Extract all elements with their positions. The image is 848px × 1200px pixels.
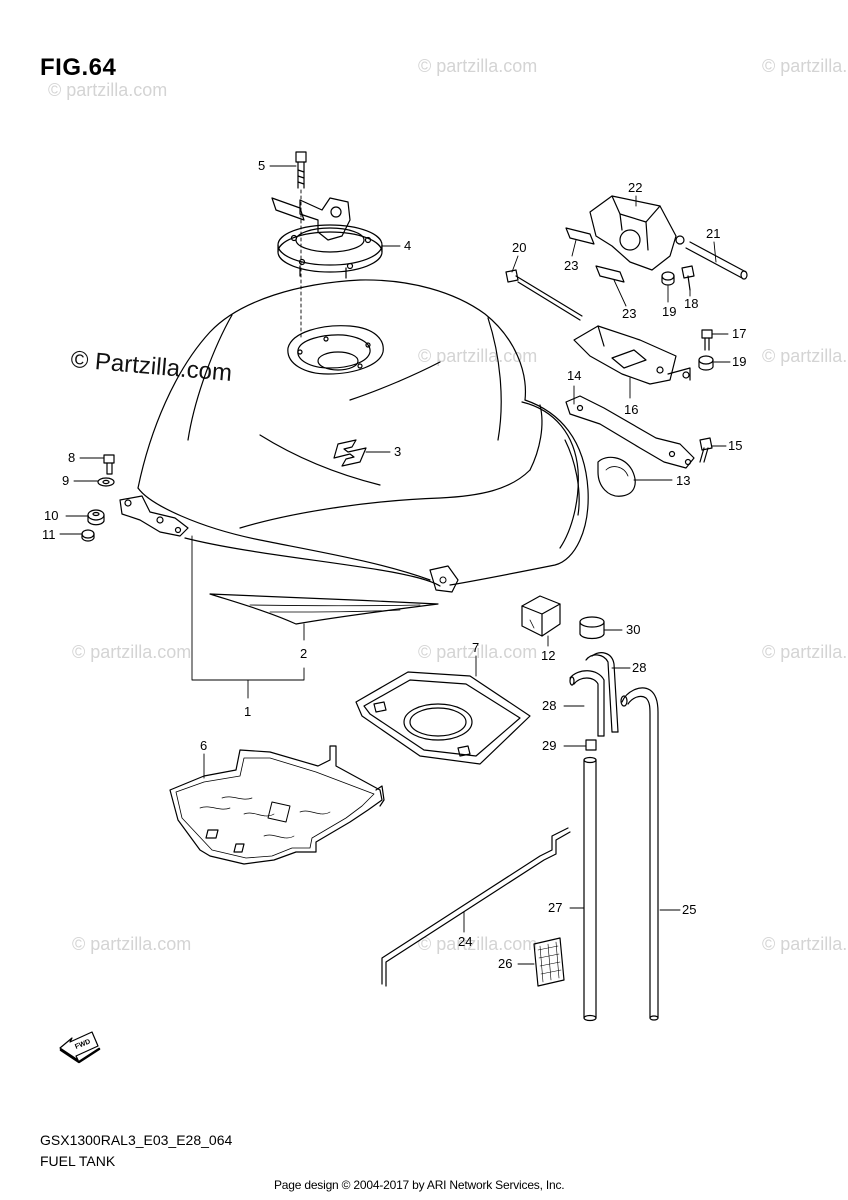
bolt-15[interactable] — [699, 437, 713, 463]
watermark: © partzilla.com — [762, 346, 848, 366]
heat-shield-6[interactable] — [169, 745, 385, 865]
watermark: © partzilla.com — [418, 642, 538, 662]
callout-4: 4 — [404, 238, 411, 253]
callout-19: 19 — [662, 304, 676, 319]
callout-1: 1 — [244, 704, 251, 719]
callout-30: 30 — [626, 622, 640, 637]
decal-2[interactable] — [209, 593, 439, 625]
figure-title: FIG.64 — [40, 54, 117, 81]
callout-26: 26 — [498, 956, 512, 971]
callout-23a: 23 — [564, 258, 578, 273]
callout-18: 18 — [684, 296, 698, 311]
bolt-17[interactable] — [701, 329, 713, 351]
callout-11: 11 — [42, 527, 56, 542]
callout-21: 21 — [706, 226, 720, 241]
callout-10: 10 — [44, 508, 58, 523]
fuel-cap-assembly[interactable] — [271, 197, 383, 279]
diagram-name: FUEL TANK — [40, 1153, 116, 1169]
bolt-5[interactable] — [295, 151, 307, 189]
callout-2: 2 — [300, 646, 307, 661]
watermark: © partzilla.com — [418, 56, 538, 76]
callout-16: 16 — [624, 402, 638, 417]
callout-24: 24 — [458, 934, 472, 949]
leader-lines — [59, 165, 731, 965]
hose-28a[interactable] — [569, 670, 605, 737]
callout-19b: 19 — [732, 354, 746, 369]
callout-15: 15 — [728, 438, 742, 453]
cushion-10[interactable] — [87, 509, 105, 526]
cushion-13[interactable] — [597, 456, 636, 497]
callout-numbers: 1 2 3 4 5 6 7 8 9 10 11 12 13 14 15 16 1… — [42, 158, 746, 971]
callout-23b: 23 — [622, 306, 636, 321]
bracket-22[interactable] — [589, 195, 685, 271]
callout-5: 5 — [258, 158, 265, 173]
pad-26[interactable] — [533, 937, 565, 987]
nut-19[interactable] — [661, 271, 675, 286]
rod-24[interactable] — [381, 827, 571, 987]
cushion-12[interactable] — [521, 595, 561, 637]
rod-21[interactable] — [685, 241, 748, 280]
bolt-18[interactable] — [681, 265, 695, 291]
fuel-tank[interactable] — [119, 279, 589, 593]
callout-12: 12 — [541, 648, 555, 663]
seal-plate-7[interactable] — [355, 671, 531, 765]
callout-8: 8 — [68, 450, 75, 465]
callout-28a: 28 — [542, 698, 556, 713]
watermark: © partzilla.com — [762, 56, 848, 76]
callout-22: 22 — [628, 180, 642, 195]
bracket-14[interactable] — [565, 395, 695, 469]
watermark: © partzilla.com — [418, 934, 538, 954]
watermark: © partzilla.com — [418, 346, 538, 366]
bolt-8[interactable] — [103, 454, 115, 475]
callout-13: 13 — [676, 473, 690, 488]
bolt-20[interactable] — [505, 269, 583, 321]
nut-19b[interactable] — [698, 355, 714, 371]
callout-14: 14 — [567, 368, 581, 383]
clamp-29[interactable] — [585, 739, 597, 751]
callout-9: 9 — [62, 473, 69, 488]
emblem-3[interactable] — [333, 439, 367, 467]
callout-6: 6 — [200, 738, 207, 753]
washer-9[interactable] — [97, 477, 115, 487]
watermark: © partzilla.com — [72, 642, 192, 662]
callout-3: 3 — [394, 444, 401, 459]
ring-30[interactable] — [579, 616, 605, 640]
callout-27: 27 — [548, 900, 562, 915]
plate-23[interactable] — [565, 227, 625, 283]
watermark: © partzilla.com — [762, 934, 848, 954]
callout-17: 17 — [732, 326, 746, 341]
callout-7: 7 — [472, 640, 479, 655]
watermark: © partzilla.com — [48, 80, 168, 100]
hose-25[interactable] — [620, 687, 659, 1021]
watermark: © partzilla.com — [72, 934, 192, 954]
callout-20: 20 — [512, 240, 526, 255]
callout-29: 29 — [542, 738, 556, 753]
watermark: © partzilla.com — [762, 642, 848, 662]
hose-27[interactable] — [583, 756, 597, 1022]
callout-28b: 28 — [632, 660, 646, 675]
fwd-arrow-icon: FWD — [59, 1031, 101, 1064]
hose-28b[interactable] — [585, 652, 619, 733]
callout-25: 25 — [682, 902, 696, 917]
footer-copyright: Page design © 2004-2017 by ARI Network S… — [274, 1178, 565, 1192]
nut-11[interactable] — [81, 529, 95, 542]
model-code: GSX1300RAL3_E03_E28_064 — [40, 1132, 233, 1148]
bracket-16[interactable] — [573, 325, 691, 385]
